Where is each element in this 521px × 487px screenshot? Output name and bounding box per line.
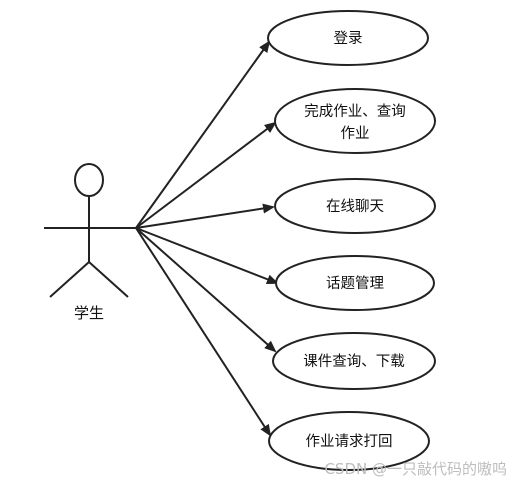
arrow-chat (135, 203, 275, 229)
use-case-label: 登录 (334, 30, 363, 47)
use-case-login: 登录 (267, 10, 429, 66)
use-case-online-chat: 在线聊天 (274, 178, 436, 234)
arrow-login (135, 40, 271, 229)
arrow-topic (135, 227, 279, 285)
use-case-ellipse (275, 255, 435, 311)
use-case-label: 话题管理 (326, 275, 384, 292)
actor-figure (44, 163, 136, 298)
use-case-label: 作业请求打回 (306, 433, 393, 450)
use-case-homework-return-request: 作业请求打回 (268, 411, 430, 471)
actor-left-leg (49, 261, 90, 298)
use-case-courseware-query-download: 课件查询、下载 (272, 332, 436, 390)
use-case-complete-query-homework: 完成作业、查询 作业 (274, 88, 436, 154)
use-case-ellipse (274, 178, 436, 234)
use-case-label-line-2: 作业 (341, 125, 370, 142)
actor-head (74, 163, 104, 197)
use-case-topic-management: 话题管理 (275, 255, 435, 311)
arrow-homework (135, 121, 277, 229)
use-case-label-line-1: 完成作业、查询 (304, 103, 406, 120)
arrow-return-request (135, 227, 272, 437)
arrow-courseware (135, 227, 277, 353)
actor-right-leg (88, 261, 129, 298)
use-case-ellipse (272, 332, 436, 390)
use-case-ellipse (274, 88, 436, 154)
use-case-label: 课件查询、下载 (303, 353, 405, 370)
use-case-ellipse (268, 411, 430, 471)
watermark-text: CSDN @一只敲代码的嗷呜 (324, 460, 507, 478)
use-case-label: 在线聊天 (326, 198, 384, 215)
association-arrows (135, 40, 279, 437)
actor-label: 学生 (74, 304, 104, 322)
use-case-ellipse (267, 10, 429, 66)
